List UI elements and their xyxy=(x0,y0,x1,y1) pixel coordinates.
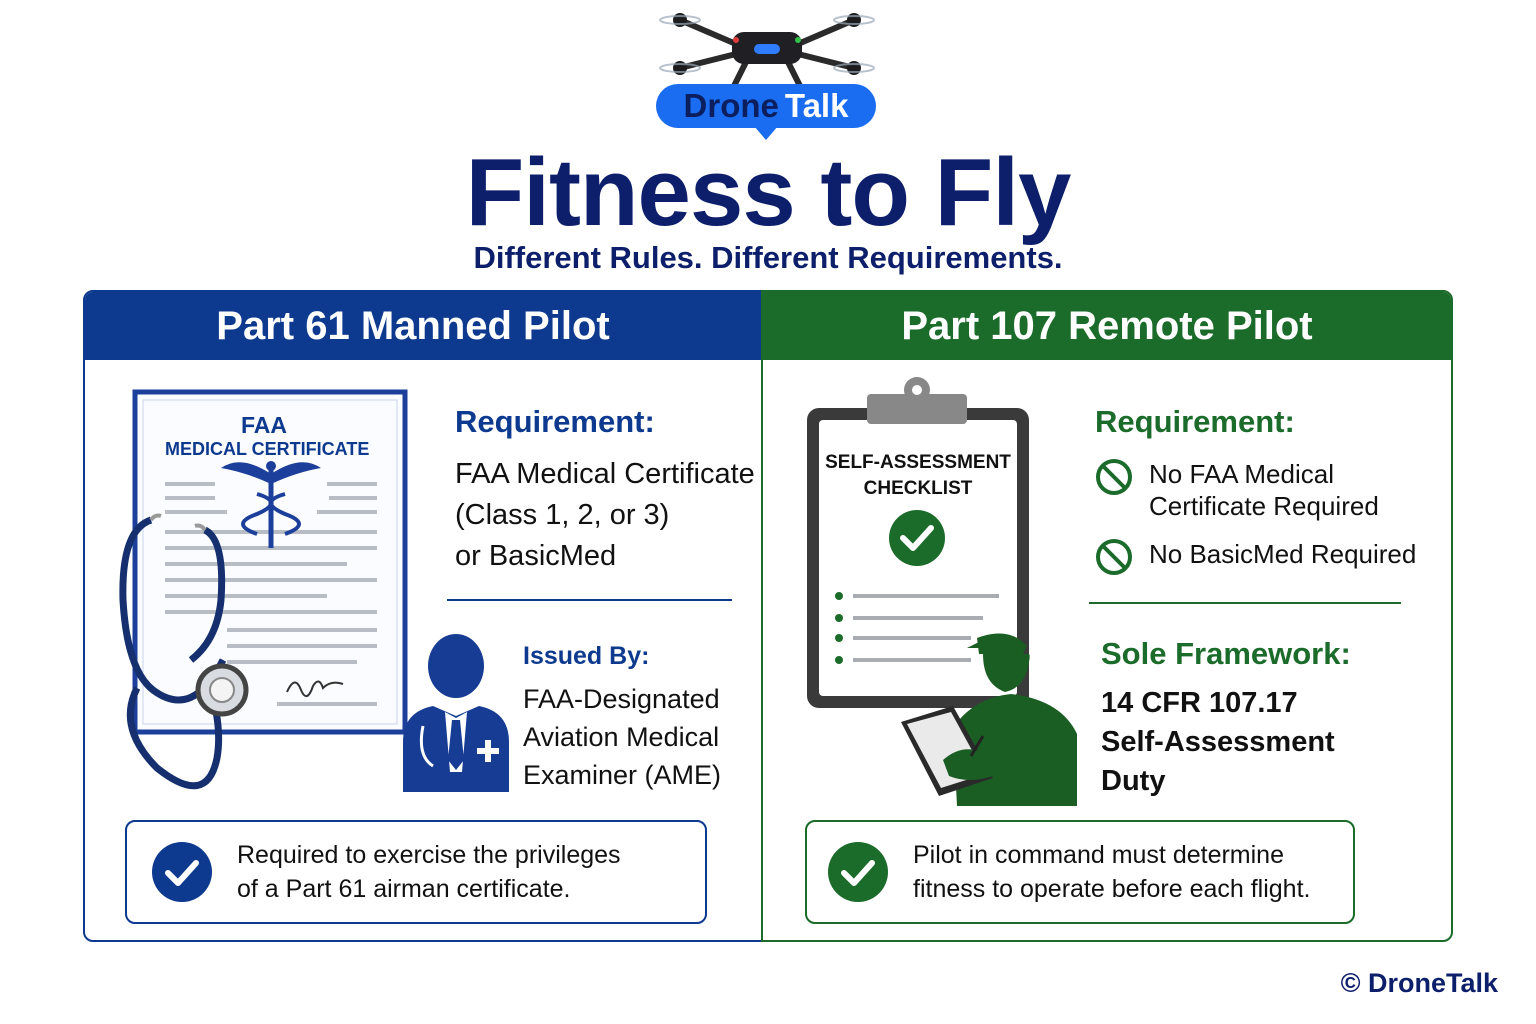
part61-callout: Required to exercise the privileges of a… xyxy=(125,820,707,924)
callout-line: Pilot in command must determine xyxy=(913,841,1284,869)
part107-requirement-heading: Requirement: xyxy=(1095,404,1295,439)
check-circle-icon xyxy=(828,842,888,902)
callout-line: of a Part 61 airman certificate. xyxy=(237,875,571,903)
issued-by-line: FAA-Designated xyxy=(523,684,720,714)
requirement-item-line: Certificate Required xyxy=(1149,491,1379,521)
drone-icon xyxy=(659,13,875,88)
part61-panel: Part 61 Manned Pilot xyxy=(83,290,763,942)
part107-header: Part 107 Remote Pilot xyxy=(763,292,1451,360)
part61-divider xyxy=(447,599,732,601)
clipboard-line-2: CHECKLIST xyxy=(863,478,973,499)
framework-heading: Sole Framework: xyxy=(1101,636,1351,671)
certificate-line-1: FAA xyxy=(241,412,287,438)
callout-line: Required to exercise the privileges xyxy=(237,841,621,869)
requirement-item-text: No FAA Medical Certificate Required xyxy=(1149,458,1379,522)
brand-word-2: Talk xyxy=(784,87,849,124)
requirement-item-line: No FAA Medical xyxy=(1149,459,1334,489)
certificate-line-2: MEDICAL CERTIFICATE xyxy=(165,439,370,459)
part107-callout-text: Pilot in command must determine fitness … xyxy=(913,838,1310,906)
issued-by-line: Examiner (AME) xyxy=(523,760,722,790)
issued-by-text: FAA-Designated Aviation Medical Examiner… xyxy=(523,680,721,794)
caduceus-icon xyxy=(221,461,321,548)
copyright-text: © DroneTalk xyxy=(1340,968,1498,998)
part61-title: Part 61 Manned Pilot xyxy=(216,303,610,348)
medical-certificate-illustration xyxy=(119,389,408,790)
requirement-line: or BasicMed xyxy=(455,540,617,572)
logo-pointer xyxy=(754,126,778,140)
part61-header: Part 61 Manned Pilot xyxy=(85,292,761,360)
part61-requirement-heading: Requirement: xyxy=(455,404,655,439)
check-circle-icon xyxy=(152,842,212,902)
part61-callout-text: Required to exercise the privileges of a… xyxy=(237,838,621,906)
framework-line: Duty xyxy=(1101,765,1166,797)
issued-by-line: Aviation Medical xyxy=(523,722,720,752)
callout-line: fitness to operate before each flight. xyxy=(913,875,1311,903)
framework-line: Self-Assessment xyxy=(1101,726,1335,758)
part107-divider xyxy=(1089,602,1401,604)
medical-examiner-icon xyxy=(403,634,509,792)
part107-title: Part 107 Remote Pilot xyxy=(901,303,1313,348)
framework-line: 14 CFR 107.17 xyxy=(1101,687,1298,719)
requirement-item-no-basicmed: No BasicMed Required xyxy=(1095,538,1416,576)
prohibited-icon xyxy=(1096,539,1132,575)
framework-text: 14 CFR 107.17 Self-Assessment Duty xyxy=(1101,684,1335,801)
requirement-item-line: No BasicMed Required xyxy=(1149,539,1417,569)
part107-callout: Pilot in command must determine fitness … xyxy=(805,820,1355,924)
brand-word-1: Drone xyxy=(683,87,779,124)
requirement-item-no-medical: No FAA Medical Certificate Required xyxy=(1095,458,1379,522)
self-assessment-clipboard-illustration xyxy=(807,377,1077,806)
requirement-line: FAA Medical Certificate xyxy=(455,458,755,490)
part61-requirement-text: FAA Medical Certificate (Class 1, 2, or … xyxy=(455,454,755,577)
prohibited-icon xyxy=(1096,459,1132,495)
page-subtitle: Different Rules. Different Requirements. xyxy=(473,240,1063,275)
requirement-line: (Class 1, 2, or 3) xyxy=(455,499,670,531)
issued-by-heading: Issued By: xyxy=(523,642,650,670)
clipboard-line-1: SELF-ASSESSMENT xyxy=(825,452,1011,473)
requirement-item-text: No BasicMed Required xyxy=(1149,538,1416,576)
page-title: Fitness to Fly xyxy=(465,139,1072,246)
part107-panel: Part 107 Remote Pilot SELF-ASSESSMENT CH… xyxy=(761,290,1453,942)
